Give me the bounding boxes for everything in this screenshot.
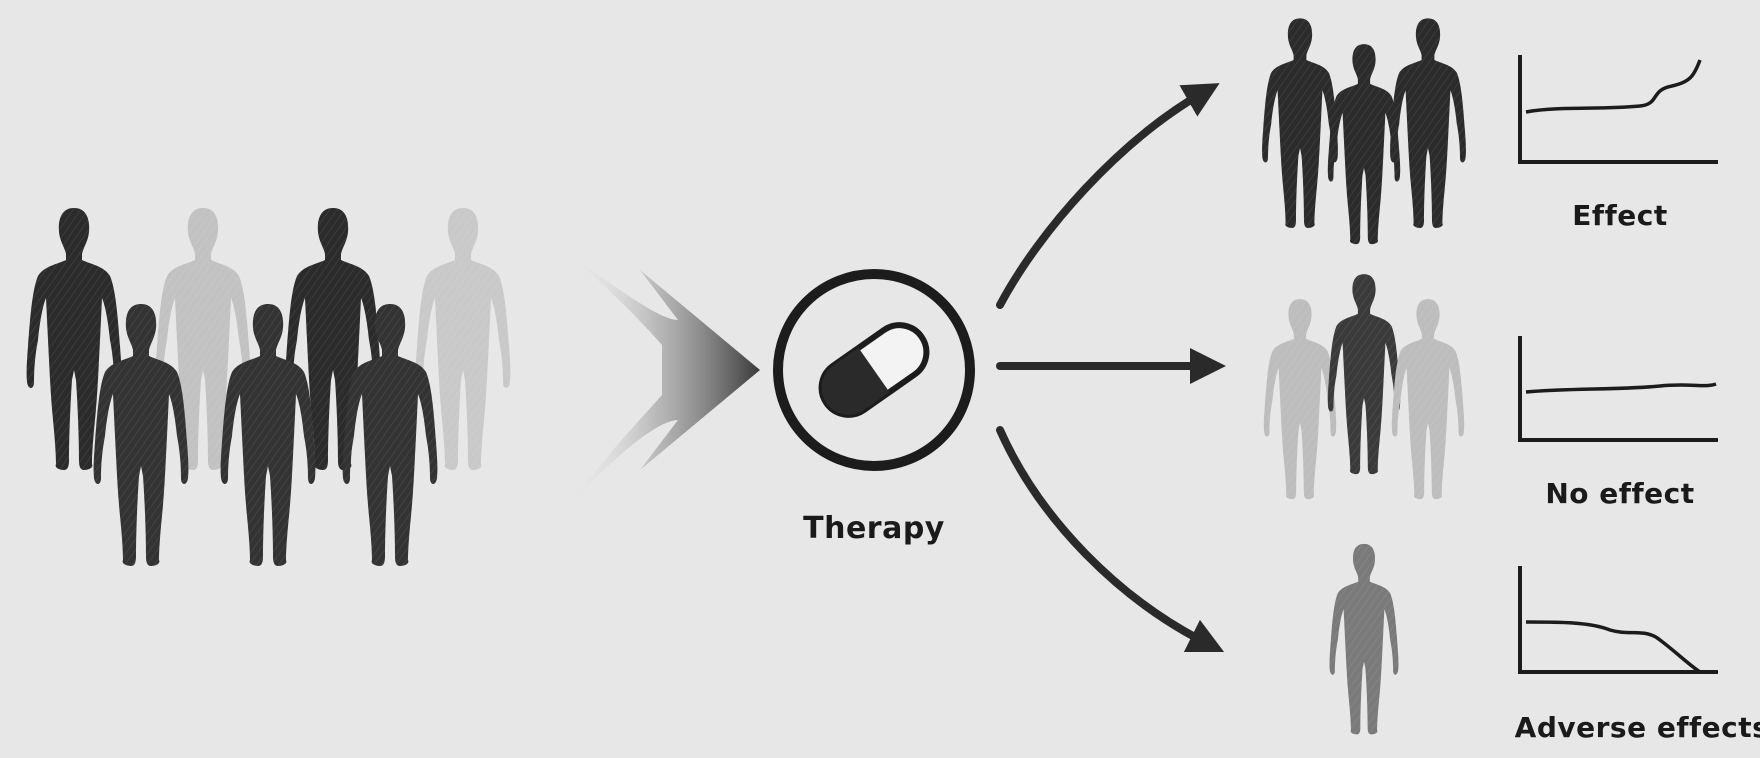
adverse-trend-line [1525, 620, 1701, 674]
arrow-right-icon [570, 255, 760, 505]
population-group [20, 190, 520, 570]
outcome-no-effect-group [1250, 266, 1480, 506]
outcome-label-adverse: Adverse effects [1515, 711, 1760, 744]
outcome-adverse-group [1320, 536, 1410, 740]
pill-capsule-icon [773, 269, 975, 471]
outcome-effect-group [1250, 10, 1480, 250]
therapy-label: Therapy [803, 511, 945, 546]
effect-trend-chart [1518, 55, 1718, 164]
arrow-down-branch [996, 426, 1225, 653]
outcome-label-effect: Effect [1572, 199, 1667, 232]
no-effect-trend-chart [1518, 336, 1718, 442]
outcome-label-no-effect: No effect [1545, 477, 1694, 510]
adverse-trend-chart [1518, 566, 1718, 674]
no-effect-trend-line [1525, 382, 1717, 394]
effect-trend-line [1525, 59, 1702, 114]
arrow-up-branch [996, 83, 1220, 309]
